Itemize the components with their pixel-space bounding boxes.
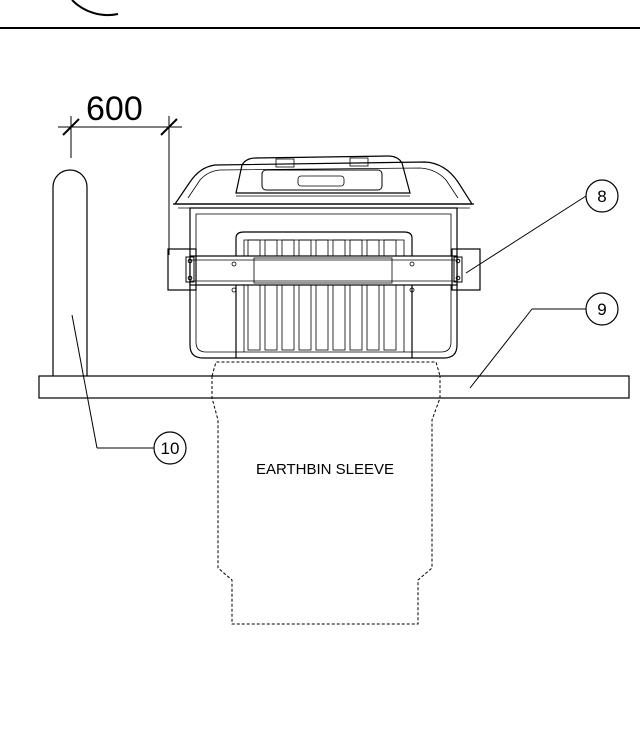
bracket-right-clamp bbox=[453, 256, 463, 283]
grille-slats bbox=[247, 239, 397, 351]
grille-slat bbox=[298, 239, 312, 351]
bin-lid bbox=[173, 161, 474, 205]
bracket-left-clamp bbox=[185, 256, 195, 283]
bin-unit bbox=[167, 155, 481, 359]
band-fastener bbox=[409, 261, 415, 267]
bollard-post bbox=[52, 169, 88, 376]
sleeve-label: EARTHBIN SLEEVE bbox=[256, 461, 394, 478]
earthbin-sleeve: EARTHBIN SLEEVE bbox=[211, 361, 441, 625]
bin-body-inner bbox=[195, 213, 452, 353]
grille-slat bbox=[383, 239, 397, 351]
lid-handle bbox=[235, 155, 411, 194]
callout-10: 10 bbox=[71, 314, 187, 465]
header-frame bbox=[0, 0, 640, 29]
callout-9-label: 9 bbox=[597, 300, 606, 319]
bracket-right-bolt bbox=[455, 258, 461, 264]
callout-9-bubble bbox=[585, 292, 619, 326]
callout-9-leader bbox=[469, 308, 533, 389]
callout-8-bubble bbox=[585, 179, 619, 213]
lid-inner-curve bbox=[187, 167, 459, 199]
callout-10-bubble bbox=[153, 431, 187, 465]
dimension-value: 600 bbox=[86, 90, 143, 128]
bracket-left-bolt bbox=[187, 258, 193, 264]
sleeve-collar bbox=[211, 361, 441, 377]
callout-10-label: 10 bbox=[161, 439, 180, 458]
callout-9: 9 bbox=[469, 292, 619, 389]
mounting-band bbox=[189, 255, 458, 286]
grille-slat bbox=[247, 239, 261, 351]
side-bracket-left bbox=[167, 248, 197, 291]
callout-10-leader bbox=[71, 314, 98, 449]
bracket-right-bolt bbox=[455, 275, 461, 281]
grille-slat bbox=[366, 239, 380, 351]
grille-slat bbox=[281, 239, 295, 351]
band-fastener bbox=[231, 261, 237, 267]
dimension-tick-left bbox=[62, 118, 80, 136]
grille-slat bbox=[264, 239, 278, 351]
dimension-600: 600 bbox=[58, 90, 182, 255]
grille-slat bbox=[315, 239, 329, 351]
callout-8-label: 8 bbox=[597, 187, 606, 206]
mounting-plate bbox=[253, 257, 393, 284]
ground-slab bbox=[38, 375, 630, 399]
band-fastener bbox=[231, 287, 237, 293]
callout-8: 8 bbox=[465, 179, 619, 274]
band-fastener bbox=[409, 287, 415, 293]
grille-slat bbox=[332, 239, 346, 351]
grille-slat bbox=[349, 239, 363, 351]
lid-handle-grip bbox=[261, 169, 383, 191]
lid-latch bbox=[297, 175, 345, 187]
side-bracket-right bbox=[451, 248, 481, 291]
bin-body bbox=[189, 207, 458, 359]
bracket-left-bolt bbox=[187, 275, 193, 281]
bracket-left-outer bbox=[167, 248, 197, 291]
header-circle-arc bbox=[71, 0, 119, 17]
bracket-right-outer bbox=[451, 248, 481, 291]
lid-hinge-left bbox=[275, 158, 295, 168]
grille-frame bbox=[235, 231, 413, 358]
sleeve-outline bbox=[211, 376, 441, 625]
dimension-tick-right bbox=[160, 118, 178, 136]
callout-8-leader bbox=[465, 195, 587, 274]
lid-hinge-right bbox=[349, 157, 369, 167]
